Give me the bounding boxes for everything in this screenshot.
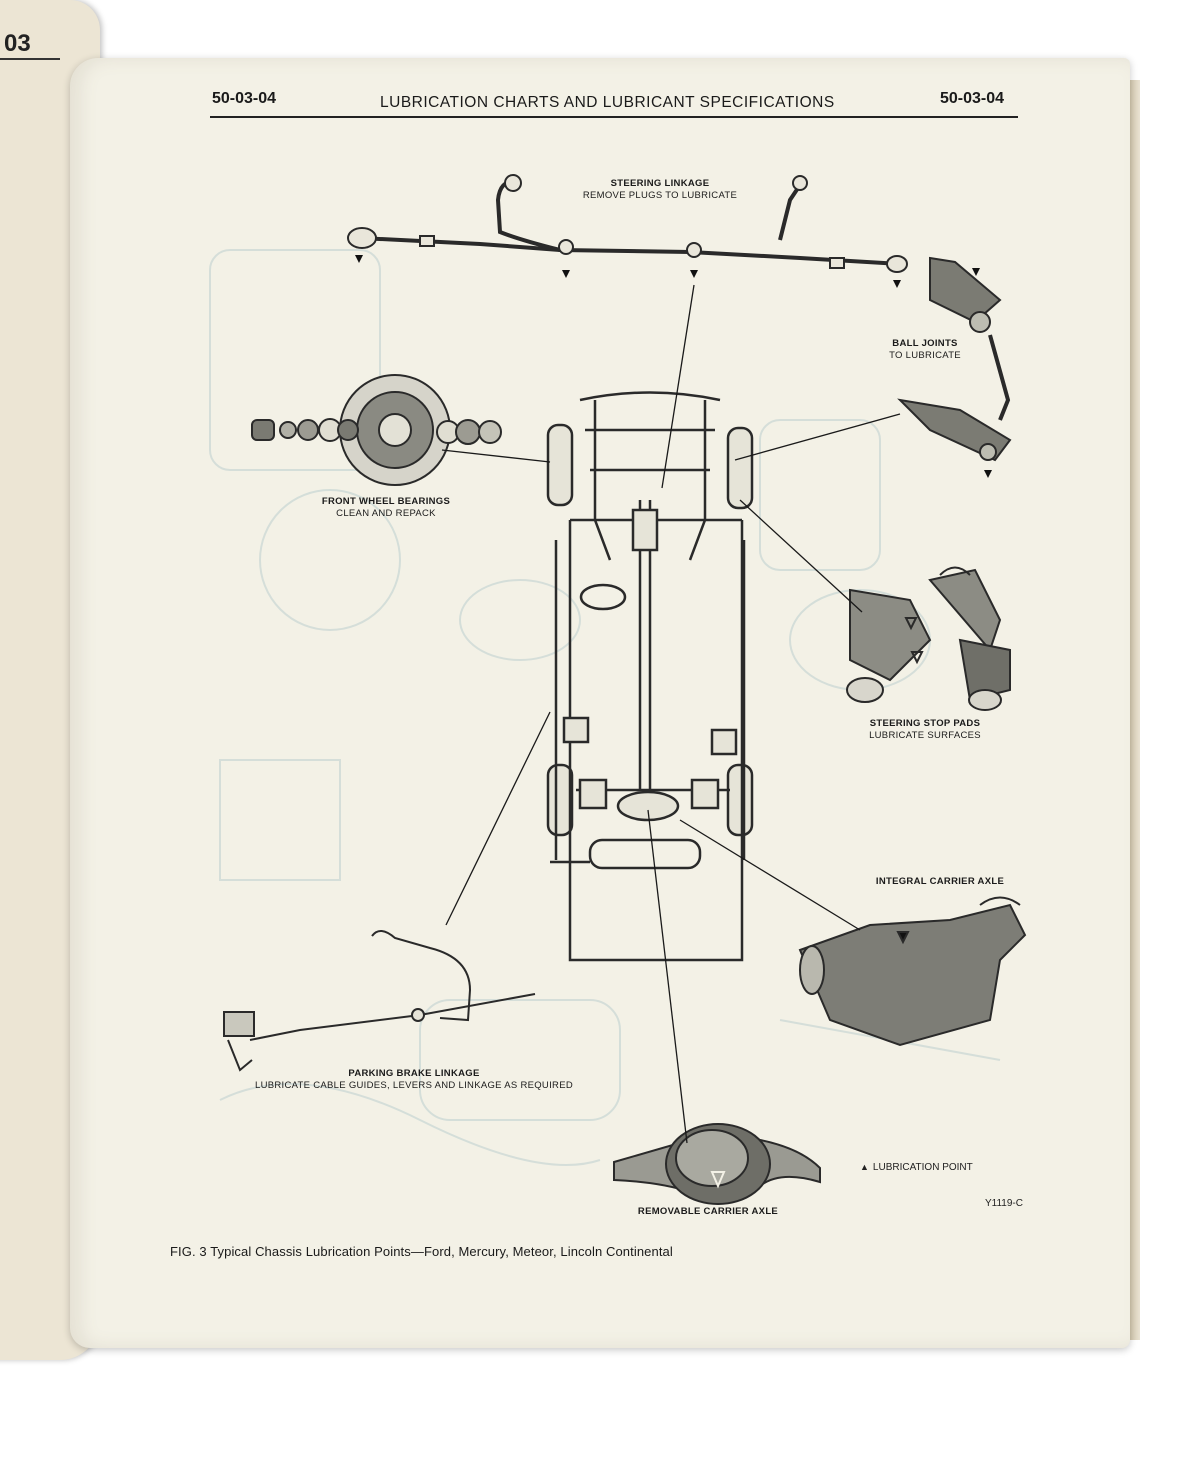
previous-page-rule (0, 58, 60, 60)
integral-carrier-axle-drawing (798, 896, 1027, 1047)
header-rule (210, 116, 1018, 118)
header-section-code-left: 50-03-04 (212, 90, 277, 107)
label-ball-joints: BALL JOINTS TO LUBRICATE (860, 338, 990, 362)
filled-triangle-icon: ▲ (860, 1162, 869, 1172)
label-removable-carrier-axle-title: REMOVABLE CARRIER AXLE (637, 1206, 779, 1217)
steering-stop-pad-drawing (846, 566, 1011, 711)
label-steering-stop-pads-note: LUBRICATE SURFACES (869, 730, 981, 741)
figure-caption: FIG. 3 Typical Chassis Lubrication Point… (170, 1244, 673, 1259)
legend: ▲LUBRICATION POINT (860, 1162, 973, 1173)
label-front-wheel-bearings-note: CLEAN AND REPACK (336, 508, 436, 519)
label-removable-carrier-axle: REMOVABLE CARRIER AXLE (610, 1206, 806, 1218)
label-front-wheel-bearings-title: FRONT WHEEL BEARINGS (321, 496, 451, 507)
previous-page-number: 03 (4, 30, 31, 57)
removable-carrier-axle-drawing (613, 1123, 821, 1205)
label-front-wheel-bearings: FRONT WHEEL BEARINGS CLEAN AND REPACK (296, 496, 476, 520)
ball-joint-drawing (897, 256, 1012, 462)
label-steering-stop-pads-title: STEERING STOP PADS (869, 718, 981, 729)
front-wheel-bearing-drawing (251, 374, 502, 486)
label-integral-carrier-axle: INTEGRAL CARRIER AXLE (845, 876, 1035, 888)
leader-lines (441, 284, 901, 1144)
label-parking-brake-linkage-title: PARKING BRAKE LINKAGE (348, 1068, 480, 1079)
chassis-frame-drawing (546, 391, 754, 962)
show-through-artwork (209, 249, 1001, 1166)
lubrication-point-icon (355, 255, 992, 478)
label-steering-stop-pads: STEERING STOP PADS LUBRICATE SURFACES (840, 718, 1010, 742)
label-ball-joints-title: BALL JOINTS (892, 338, 958, 349)
label-steering-linkage-note: REMOVE PLUGS TO LUBRICATE (582, 190, 738, 201)
figure-code: Y1119-C (985, 1198, 1023, 1209)
parking-brake-linkage-drawing (223, 930, 536, 1072)
label-parking-brake-linkage-note: LUBRICATE CABLE GUIDES, LEVERS AND LINKA… (254, 1080, 573, 1091)
header-section-code-right: 50-03-04 (940, 90, 1005, 107)
label-steering-linkage-title: STEERING LINKAGE (610, 178, 710, 189)
label-integral-carrier-axle-title: INTEGRAL CARRIER AXLE (875, 876, 1005, 887)
legend-text: LUBRICATION POINT (872, 1162, 973, 1173)
label-ball-joints-note: TO LUBRICATE (889, 350, 961, 361)
header-title: LUBRICATION CHARTS AND LUBRICANT SPECIFI… (380, 94, 835, 111)
label-steering-linkage: STEERING LINKAGE REMOVE PLUGS TO LUBRICA… (560, 178, 760, 202)
label-parking-brake-linkage: PARKING BRAKE LINKAGE LUBRICATE CABLE GU… (218, 1068, 610, 1092)
steering-linkage-drawing (347, 174, 908, 273)
